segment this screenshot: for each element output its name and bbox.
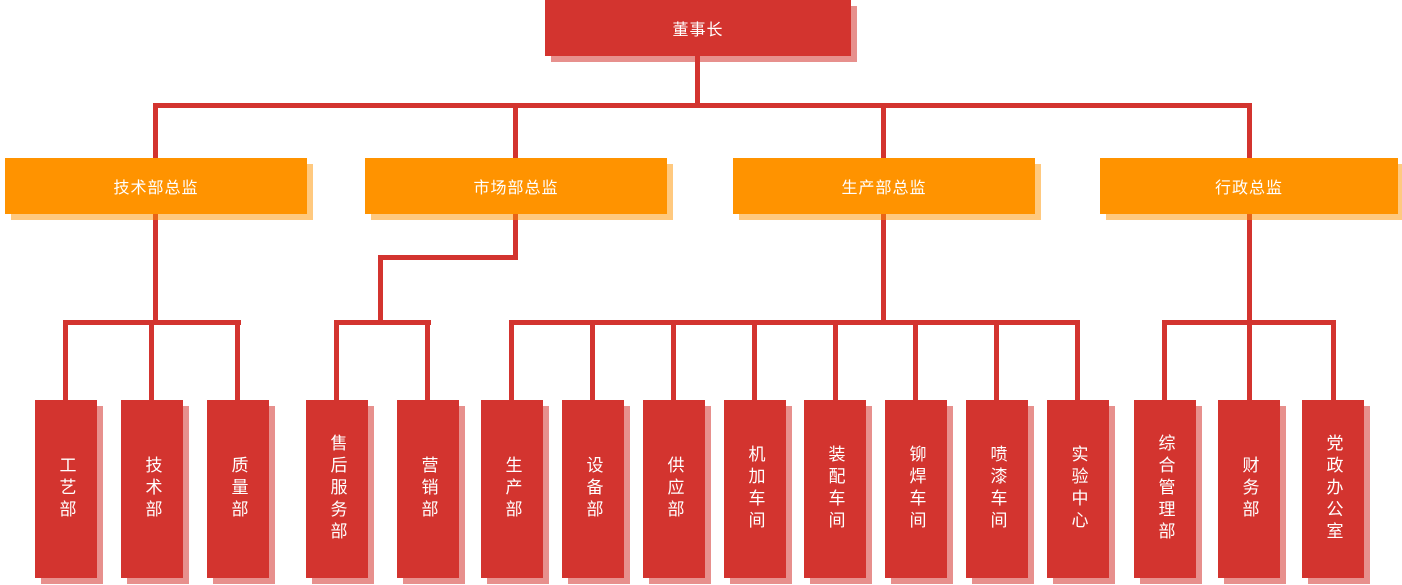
dept-label: 售后服务部 — [327, 434, 347, 544]
connector-marketing-stem-lower — [378, 255, 383, 324]
dept-box-supply: 供应部 — [643, 400, 705, 578]
dept-box-after-sales-service: 售后服务部 — [306, 400, 368, 578]
connector-production-stem — [881, 212, 886, 324]
connector-root-bus — [153, 103, 1252, 108]
connector-technical-stem — [153, 212, 158, 324]
dept-label: 装配车间 — [825, 445, 845, 533]
chairman-box: 董事长 — [545, 0, 851, 56]
connector-drop-technical — [153, 103, 158, 160]
dept-box-painting-workshop: 喷漆车间 — [966, 400, 1028, 578]
dept-box-riveting-welding-workshop: 铆焊车间 — [885, 400, 947, 578]
connector-drop-assembly-shop — [833, 320, 838, 402]
technical-director-label: 技术部总监 — [113, 180, 199, 197]
dept-label: 技术部 — [142, 456, 162, 522]
connector-drop-production — [881, 103, 886, 160]
connector-drop-quality-dept — [235, 320, 240, 402]
dept-box-machining-workshop: 机加车间 — [724, 400, 786, 578]
marketing-director-box: 市场部总监 — [365, 158, 667, 214]
dept-label: 生产部 — [502, 456, 522, 522]
chairman-label: 董事长 — [672, 22, 724, 39]
dept-label: 设备部 — [583, 456, 603, 522]
dept-box-finance: 财务部 — [1218, 400, 1280, 578]
production-director-box: 生产部总监 — [733, 158, 1035, 214]
connector-admin-stem — [1247, 212, 1252, 324]
admin-director-label: 行政总监 — [1214, 180, 1283, 197]
connector-drop-finance-dept — [1247, 320, 1252, 402]
dept-label: 铆焊车间 — [906, 445, 926, 533]
connector-drop-riveting-shop — [913, 320, 918, 402]
dept-label: 工艺部 — [56, 456, 76, 522]
connector-drop-equipment-dept — [590, 320, 595, 402]
dept-box-general-management: 综合管理部 — [1134, 400, 1196, 578]
dept-label: 机加车间 — [745, 445, 765, 533]
connector-drop-admin — [1247, 103, 1252, 160]
connector-drop-party-office — [1331, 320, 1336, 402]
connector-drop-supply-dept — [671, 320, 676, 402]
connector-marketing-jog — [378, 255, 518, 260]
dept-label: 实验中心 — [1068, 445, 1088, 533]
dept-label: 质量部 — [228, 456, 248, 522]
admin-director-box: 行政总监 — [1100, 158, 1398, 214]
dept-box-technology: 技术部 — [121, 400, 183, 578]
connector-drop-process-dept — [63, 320, 68, 402]
connector-root-stem — [695, 54, 700, 107]
connector-drop-production-dept — [509, 320, 514, 402]
dept-box-production: 生产部 — [481, 400, 543, 578]
connector-production-bus — [509, 320, 1080, 325]
dept-box-quality: 质量部 — [207, 400, 269, 578]
dept-box-process: 工艺部 — [35, 400, 97, 578]
dept-label: 喷漆车间 — [987, 445, 1007, 533]
dept-label: 营销部 — [418, 456, 438, 522]
dept-label: 党政办公室 — [1323, 434, 1343, 544]
dept-box-equipment: 设备部 — [562, 400, 624, 578]
connector-marketing-bus — [334, 320, 431, 325]
connector-drop-after-sales-dept — [334, 320, 339, 402]
dept-label: 财务部 — [1239, 456, 1259, 522]
dept-box-marketing: 营销部 — [397, 400, 459, 578]
dept-label: 综合管理部 — [1155, 434, 1175, 544]
dept-label: 供应部 — [664, 456, 684, 522]
connector-drop-marketing-dept — [425, 320, 430, 402]
connector-drop-machining-shop — [752, 320, 757, 402]
dept-box-party-government-office: 党政办公室 — [1302, 400, 1364, 578]
dept-box-experiment-center: 实验中心 — [1047, 400, 1109, 578]
connector-marketing-stem-upper — [513, 212, 518, 260]
connector-drop-experiment-center — [1075, 320, 1080, 402]
technical-director-box: 技术部总监 — [5, 158, 307, 214]
dept-box-assembly-workshop: 装配车间 — [804, 400, 866, 578]
connector-drop-general-mgmt-dept — [1162, 320, 1167, 402]
marketing-director-label: 市场部总监 — [473, 180, 559, 197]
connector-drop-technology-dept — [149, 320, 154, 402]
production-director-label: 生产部总监 — [841, 180, 927, 197]
connector-drop-marketing — [513, 103, 518, 160]
connector-drop-painting-shop — [994, 320, 999, 402]
